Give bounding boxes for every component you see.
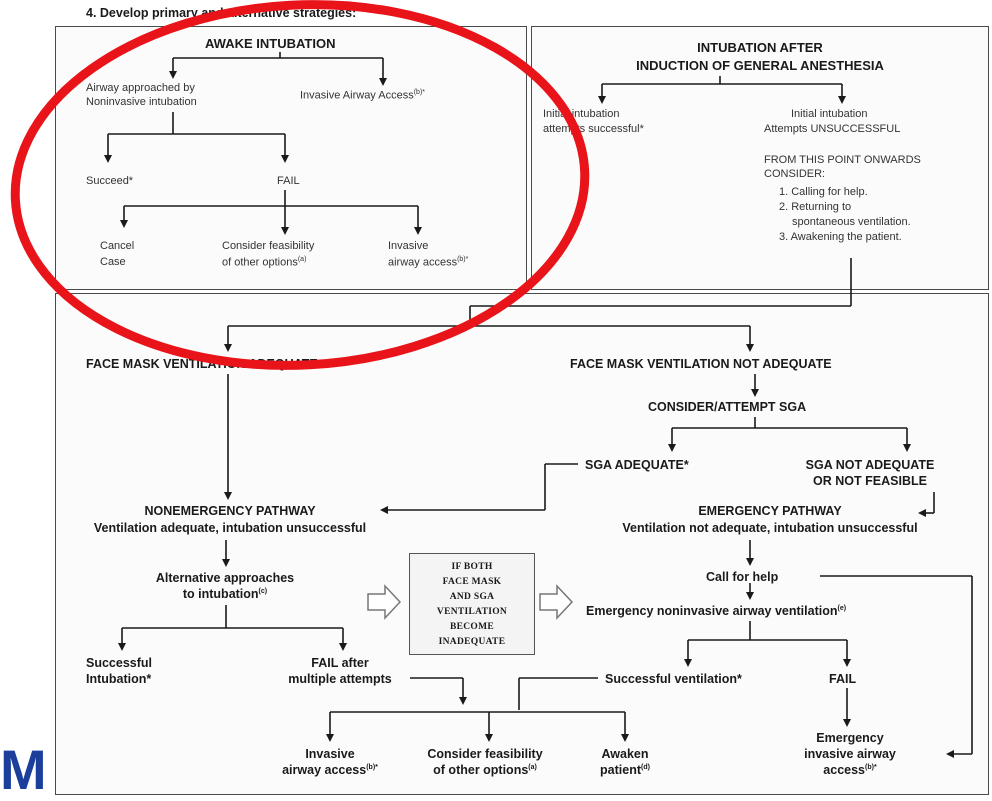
general-anesthesia-panel	[531, 26, 989, 290]
general-anesthesia-title-line2: INDUCTION OF GENERAL ANESTHESIA	[636, 58, 884, 73]
fail-multiple-line1: FAIL after	[311, 656, 369, 670]
awake-fail-label: FAIL	[277, 175, 300, 187]
bottom-consider-line2: of other options(a)	[433, 763, 537, 777]
bottom-invasive-line1: Invasive	[305, 747, 355, 761]
noninvasive-line1: Airway approached by	[86, 82, 195, 94]
consider-heading-line1: FROM THIS POINT ONWARDS	[764, 154, 921, 166]
emergency-title: EMERGENCY PATHWAY	[698, 504, 842, 518]
consider-item-3: 3. Awakening the patient.	[779, 231, 902, 243]
initial-fail-line2: Attempts UNSUCCESSFUL	[764, 123, 901, 135]
emergency-fail-label: FAIL	[829, 672, 857, 686]
awake-invasive-line2: airway access(b)*	[388, 256, 469, 269]
sga-adequate-label: SGA ADEQUATE*	[585, 458, 689, 472]
consider-sga-label: CONSIDER/ATTEMPT SGA	[648, 400, 807, 414]
awake-invasive-line1: Invasive	[388, 240, 429, 252]
emergency-noninvasive-label: Emergency noninvasive airway ventilation…	[586, 604, 847, 618]
sga-not-adequate-line1: SGA NOT ADEQUATE	[805, 458, 935, 472]
ventilation-panel	[55, 293, 989, 795]
alternative-approaches-line2: to intubation(c)	[182, 587, 268, 601]
emergency-invasive-line3: access(b)*	[823, 763, 877, 777]
succeed-label: Succeed*	[86, 175, 134, 187]
consider-item-2: 2. Returning to	[779, 201, 852, 213]
bottom-invasive-line2: airway access(b)*	[282, 763, 378, 777]
general-anesthesia-title-line1: INTUBATION AFTER	[697, 40, 823, 55]
nonemergency-title: NONEMERGENCY PATHWAY	[144, 504, 316, 518]
mask-adequate-label: FACE MASK VENTILATION ADEQUATE	[86, 357, 318, 371]
emergency-invasive-line2: invasive airway	[804, 747, 896, 761]
initial-success-line2: attempts successful*	[543, 123, 644, 135]
consider-feasibility-line1: Consider feasibility	[222, 240, 315, 252]
initial-success-line1: Initial intubation	[543, 108, 620, 120]
emergency-invasive-line1: Emergency	[816, 731, 884, 745]
successful-intubation-line2: Intubation*	[86, 672, 152, 686]
alternative-approaches-line1: Alternative approaches	[155, 571, 295, 585]
noninvasive-line2: Noninvasive intubation	[86, 96, 197, 108]
call-for-help-label: Call for help	[706, 570, 779, 584]
consider-item-1: 1. Calling for help.	[779, 186, 868, 198]
nonemergency-subtitle: Ventilation adequate, intubation unsucce…	[93, 521, 367, 535]
consider-heading-line2: CONSIDER:	[764, 168, 826, 180]
consider-item-2-cont: spontaneous ventilation.	[792, 216, 911, 228]
brand-logo-fragment: M	[0, 738, 47, 801]
bottom-awaken-line1: Awaken	[601, 747, 649, 761]
fail-multiple-line2: multiple attempts	[288, 672, 392, 686]
consider-feasibility-line2: of other options(a)	[222, 256, 307, 269]
successful-intubation-line1: Successful	[86, 656, 153, 670]
sga-not-adequate-line2: OR NOT FEASIBLE	[813, 474, 927, 488]
emergency-subtitle: Ventilation not adequate, intubation uns…	[622, 521, 918, 535]
step-heading: 4. Develop primary and alternative strat…	[86, 6, 357, 20]
both-fail-note: IF BOTH FACE MASK AND SGA VENTILATION BE…	[409, 553, 535, 655]
initial-fail-line1: Initial intubation	[791, 108, 868, 120]
invasive-airway-access-label: Invasive Airway Access(b)*	[300, 89, 425, 102]
bottom-consider-line1: Consider feasibility	[427, 747, 543, 761]
mask-not-adequate-label: FACE MASK VENTILATION NOT ADEQUATE	[570, 357, 832, 371]
successful-ventilation-label: Successful ventilation*	[605, 672, 742, 686]
cancel-case-line1: Cancel	[100, 240, 135, 252]
awake-intubation-title: AWAKE INTUBATION	[205, 36, 336, 51]
cancel-case-line2: Case	[100, 256, 126, 268]
bottom-awaken-line2: patient(d)	[600, 763, 650, 777]
